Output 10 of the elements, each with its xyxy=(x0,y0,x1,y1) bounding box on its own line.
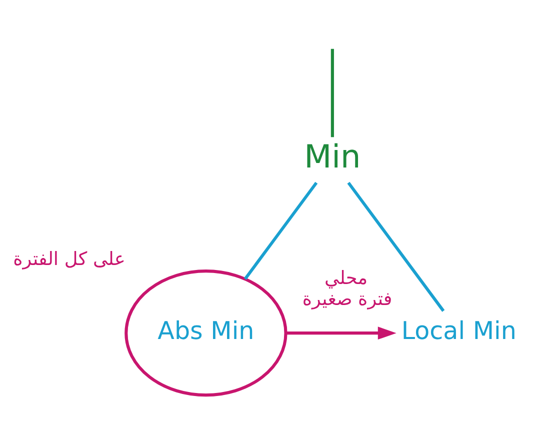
connector xyxy=(244,181,318,280)
arrow xyxy=(286,326,396,340)
connector xyxy=(347,181,445,312)
node-ellipse: Abs Min xyxy=(124,269,288,396)
node-label: على كل الفترة xyxy=(13,248,126,270)
node-text: Min xyxy=(304,137,361,176)
node-label: محلي xyxy=(324,267,368,288)
connector xyxy=(330,48,334,137)
node-label: فترة صغيرة xyxy=(302,288,392,310)
node-text: Local Min xyxy=(401,316,516,345)
